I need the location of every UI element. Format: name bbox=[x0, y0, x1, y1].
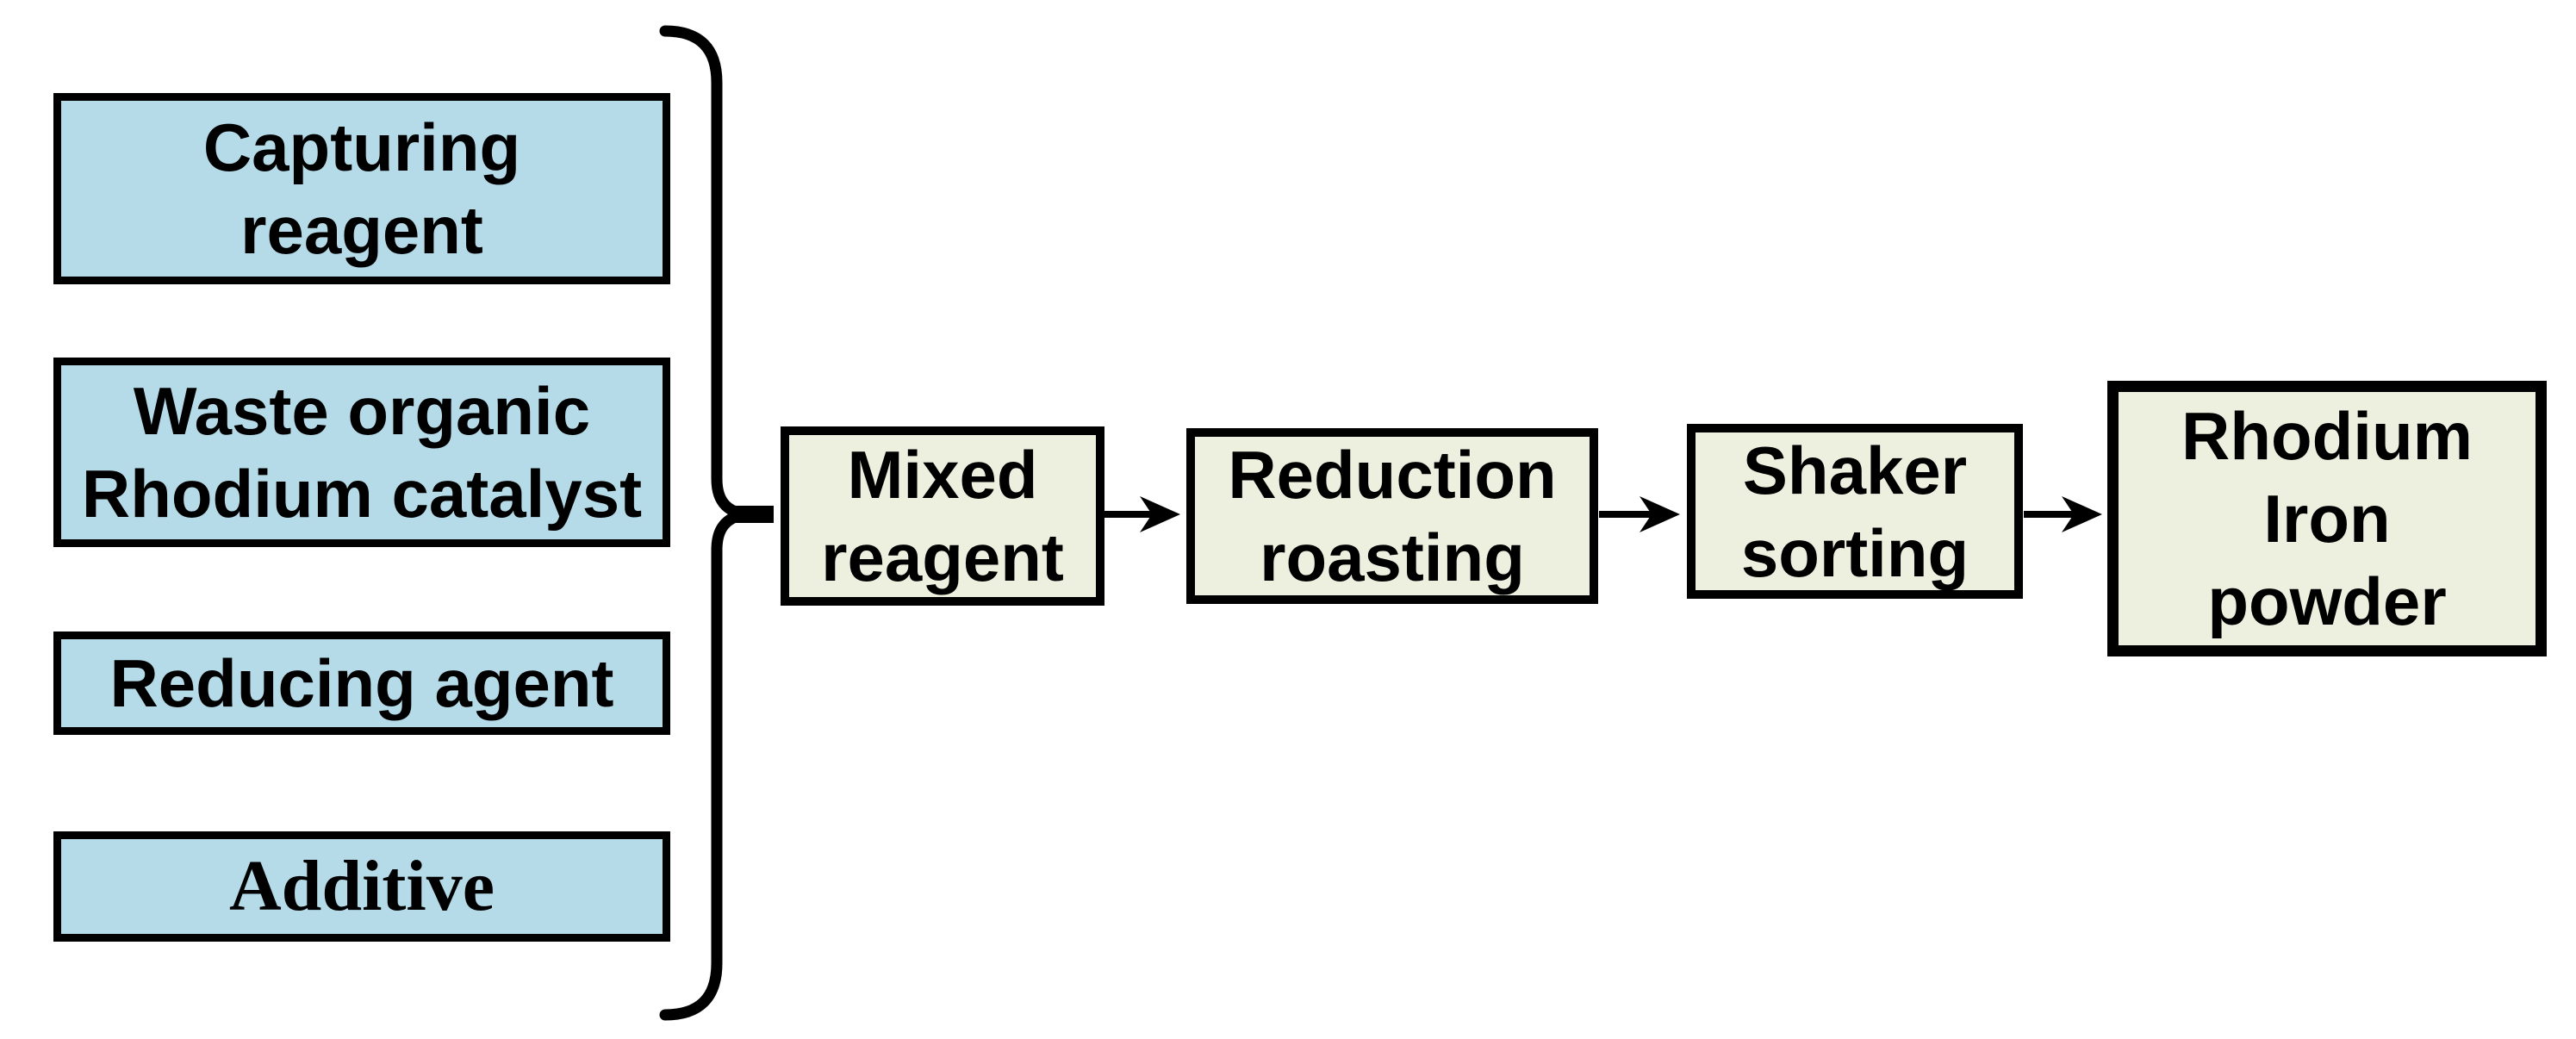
input-box-waste-organic-rhodium-catalyst: Waste organic Rhodium catalyst bbox=[53, 358, 670, 547]
step-box-rhodium-iron-powder: Rhodium Iron powder bbox=[2107, 381, 2547, 656]
step-label-rhodium-iron-powder: Rhodium Iron powder bbox=[2181, 398, 2473, 639]
flow-arrow-icon bbox=[1103, 496, 1180, 532]
input-label-reducing-agent: Reducing agent bbox=[109, 645, 614, 721]
flow-arrow-icon bbox=[2024, 496, 2102, 532]
input-label-waste-organic-rhodium-catalyst: Waste organic Rhodium catalyst bbox=[81, 373, 643, 532]
step-box-reduction-roasting: Reduction roasting bbox=[1186, 428, 1598, 604]
input-box-reducing-agent: Reducing agent bbox=[53, 631, 670, 735]
step-label-reduction-roasting: Reduction roasting bbox=[1228, 437, 1557, 595]
input-label-capturing-reagent: Capturing reagent bbox=[202, 109, 521, 268]
flow-arrow-icon bbox=[1599, 496, 1680, 532]
input-box-additive: Additive bbox=[53, 831, 670, 942]
step-box-mixed-reagent: Mixed reagent bbox=[781, 426, 1104, 606]
step-label-shaker-sorting: Shaker sorting bbox=[1740, 432, 1969, 591]
step-label-mixed-reagent: Mixed reagent bbox=[821, 437, 1064, 595]
step-box-shaker-sorting: Shaker sorting bbox=[1687, 424, 2023, 599]
input-box-capturing-reagent: Capturing reagent bbox=[53, 93, 670, 284]
input-label-additive: Additive bbox=[228, 846, 495, 926]
grouping-brace bbox=[659, 25, 774, 1021]
